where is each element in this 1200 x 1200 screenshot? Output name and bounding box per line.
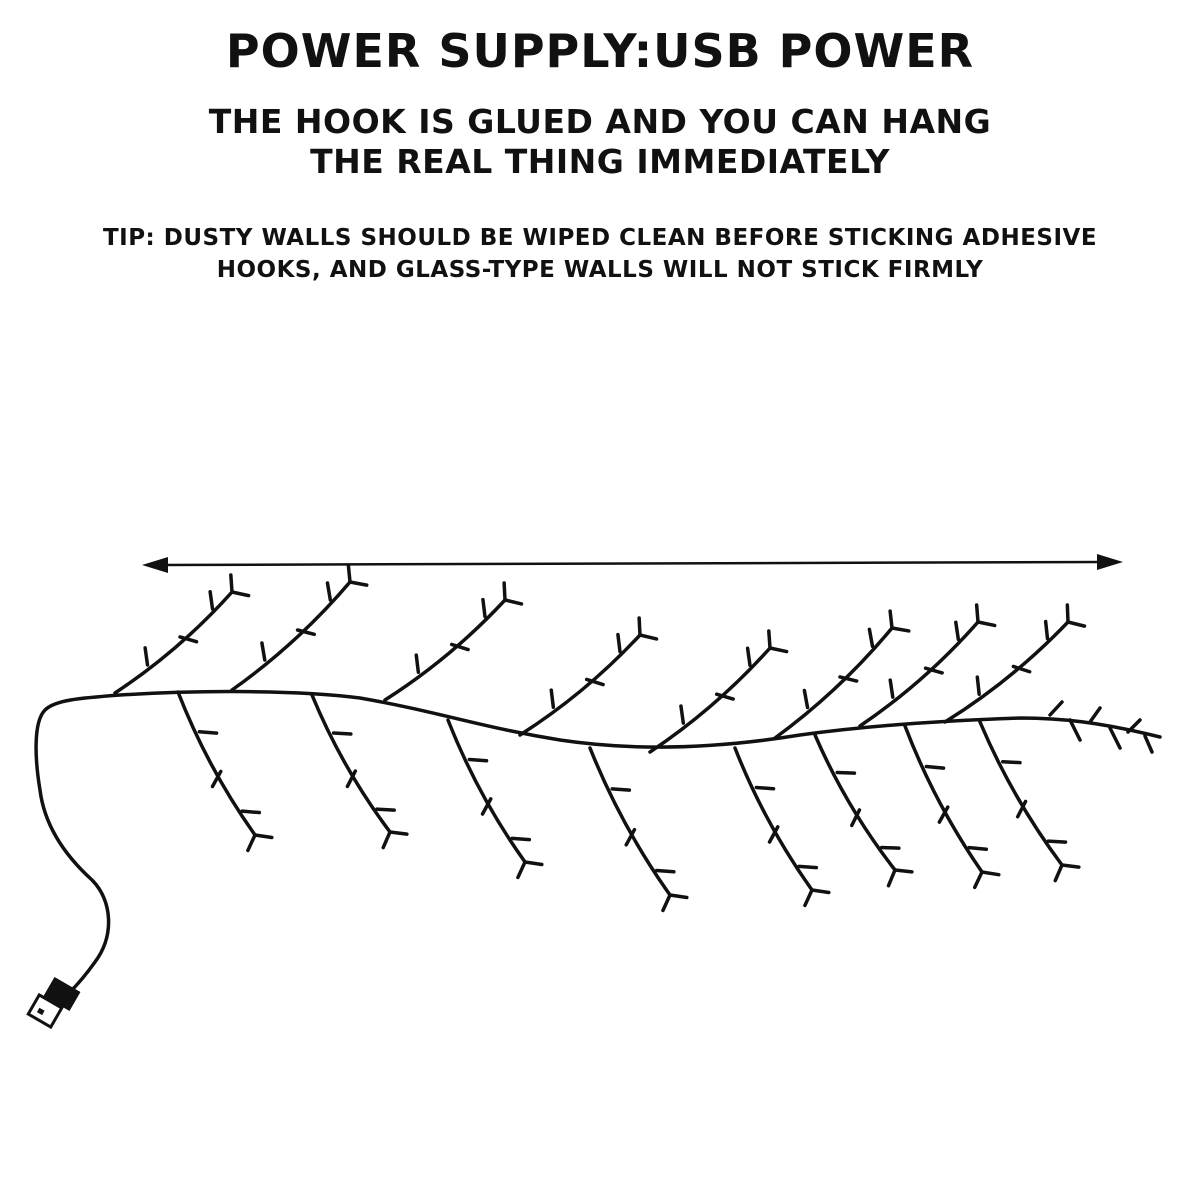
subtitle: THE HOOK IS GLUED AND YOU CAN HANG THE R… xyxy=(0,102,1200,182)
page-title: POWER SUPPLY:USB POWER xyxy=(225,24,975,78)
branch-vine-icon xyxy=(113,563,1154,913)
length-arrow-icon xyxy=(142,554,1123,573)
tip-line-1: TIP: DUSTY WALLS SHOULD BE WIPED CLEAN B… xyxy=(102,225,1098,251)
main-vine xyxy=(34,689,1162,994)
usb-plug-icon xyxy=(26,976,81,1030)
tip-text: TIP: DUSTY WALLS SHOULD BE WIPED CLEAN B… xyxy=(0,222,1200,286)
subtitle-line-2: THE REAL THING IMMEDIATELY xyxy=(310,142,890,181)
subtitle-line-1: THE HOOK IS GLUED AND YOU CAN HANG xyxy=(208,102,992,141)
tip-line-2: HOOKS, AND GLASS-TYPE WALLS WILL NOT STI… xyxy=(216,257,984,283)
